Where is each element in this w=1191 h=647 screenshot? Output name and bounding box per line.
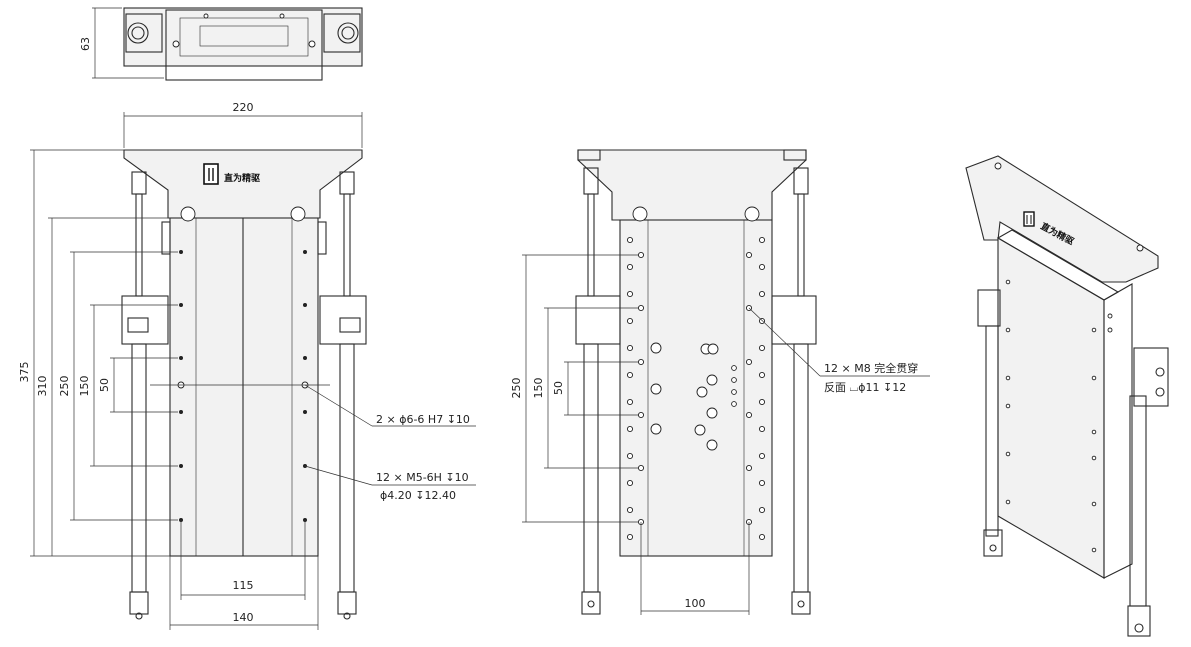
thread-hole-callout-1: 12 × M5-6H ↧10: [376, 471, 469, 484]
iso-main-body-face: [997, 237, 1105, 579]
thread-hole: [179, 464, 183, 468]
dw-logo-icon: [203, 163, 219, 185]
front-end-stop: [180, 206, 196, 222]
rear-main-body: [619, 219, 773, 557]
brand-logo: 直为精驱: [203, 163, 260, 185]
dim-label-140: 140: [233, 611, 254, 624]
top-view-center-slot: [199, 25, 289, 47]
dim-label-375: 375: [18, 362, 31, 383]
rear-dim-label-150: 150: [532, 378, 545, 399]
front-callouts: 2 × ϕ6-6 H7 ↧10 12 × M5-6H ↧10 ϕ4.20 ↧12…: [150, 384, 476, 502]
rear-end-stop: [632, 206, 648, 222]
top-view-hole: [172, 40, 180, 48]
through-hole-callout-1: 12 × M8 完全贯穿: [824, 361, 918, 375]
thread-hole: [179, 356, 183, 360]
rear-horizontal-dimensions: 100: [640, 522, 750, 615]
thread-hole: [303, 303, 307, 307]
rear-dim-label-50: 50: [552, 381, 565, 395]
rear-vertical-dimensions: 250 150 50: [510, 254, 638, 523]
brand-name: 直为精驱: [224, 172, 260, 184]
dim-label-115: 115: [233, 579, 254, 592]
dim-label-220: 220: [233, 101, 254, 114]
iso-face-holes: [1005, 279, 1113, 553]
top-view-hole: [279, 13, 285, 19]
dim-label-63: 63: [79, 37, 92, 51]
top-view-carriage: [165, 9, 323, 81]
thread-hole: [179, 410, 183, 414]
top-view: 63: [79, 7, 363, 81]
dim-label-50: 50: [98, 378, 111, 392]
rear-callout: 12 × M8 完全贯穿 反面 ⌴ϕ11 ↧12: [748, 307, 930, 394]
dim-label-150: 150: [78, 376, 91, 397]
iso-top-plate: [965, 155, 1159, 283]
top-view-base-plate: [123, 7, 363, 67]
front-end-stop: [290, 206, 306, 222]
thread-hole: [303, 250, 307, 254]
rear-view: 250 150 50 100 12 × M8 完全贯穿 反面 ⌴ϕ11 ↧12: [510, 149, 930, 615]
pin-hole-callout: 2 × ϕ6-6 H7 ↧10: [376, 413, 470, 426]
thread-hole: [179, 303, 183, 307]
thread-hole: [303, 410, 307, 414]
front-main-body: [169, 217, 319, 557]
iso-left-rod: [977, 289, 1003, 557]
rear-top-plate: [577, 149, 807, 221]
through-hole-callout-2: 反面 ⌴ϕ11 ↧12: [824, 381, 906, 394]
thread-hole: [303, 356, 307, 360]
isometric-view: 直为精驱: [965, 155, 1169, 637]
thread-hole: [179, 250, 183, 254]
dw-logo-icon: [1023, 211, 1035, 227]
top-view-left-clamp: [125, 13, 163, 53]
thread-hole-callout-2: ϕ4.20 ↧12.40: [380, 489, 456, 502]
dim-label-250: 250: [58, 376, 71, 397]
front-horizontal-dimensions: 115 140: [169, 520, 319, 630]
rear-through-holes: [626, 236, 766, 541]
rear-left-rod: [575, 167, 621, 615]
top-view-inner-frame: [179, 17, 309, 57]
top-view-hole: [203, 13, 209, 19]
front-right-rod: [319, 171, 367, 620]
rear-dim-label-100: 100: [685, 597, 706, 610]
top-view-right-clamp: [323, 13, 361, 53]
iso-main-body-side: [1103, 283, 1133, 579]
rear-right-rod: [771, 167, 817, 615]
dim-label-310: 310: [36, 376, 49, 397]
iso-right-rod: [1127, 347, 1169, 637]
front-view: 220 直为精驱: [18, 101, 476, 630]
front-vertical-dimensions: 375 310 250 150 50: [18, 149, 178, 557]
front-left-rod: [121, 171, 169, 620]
rear-end-stop: [744, 206, 760, 222]
top-view-hole: [308, 40, 316, 48]
rear-dim-label-250: 250: [510, 378, 523, 399]
rear-center-features: [650, 342, 737, 451]
front-top-plate: [123, 149, 363, 219]
